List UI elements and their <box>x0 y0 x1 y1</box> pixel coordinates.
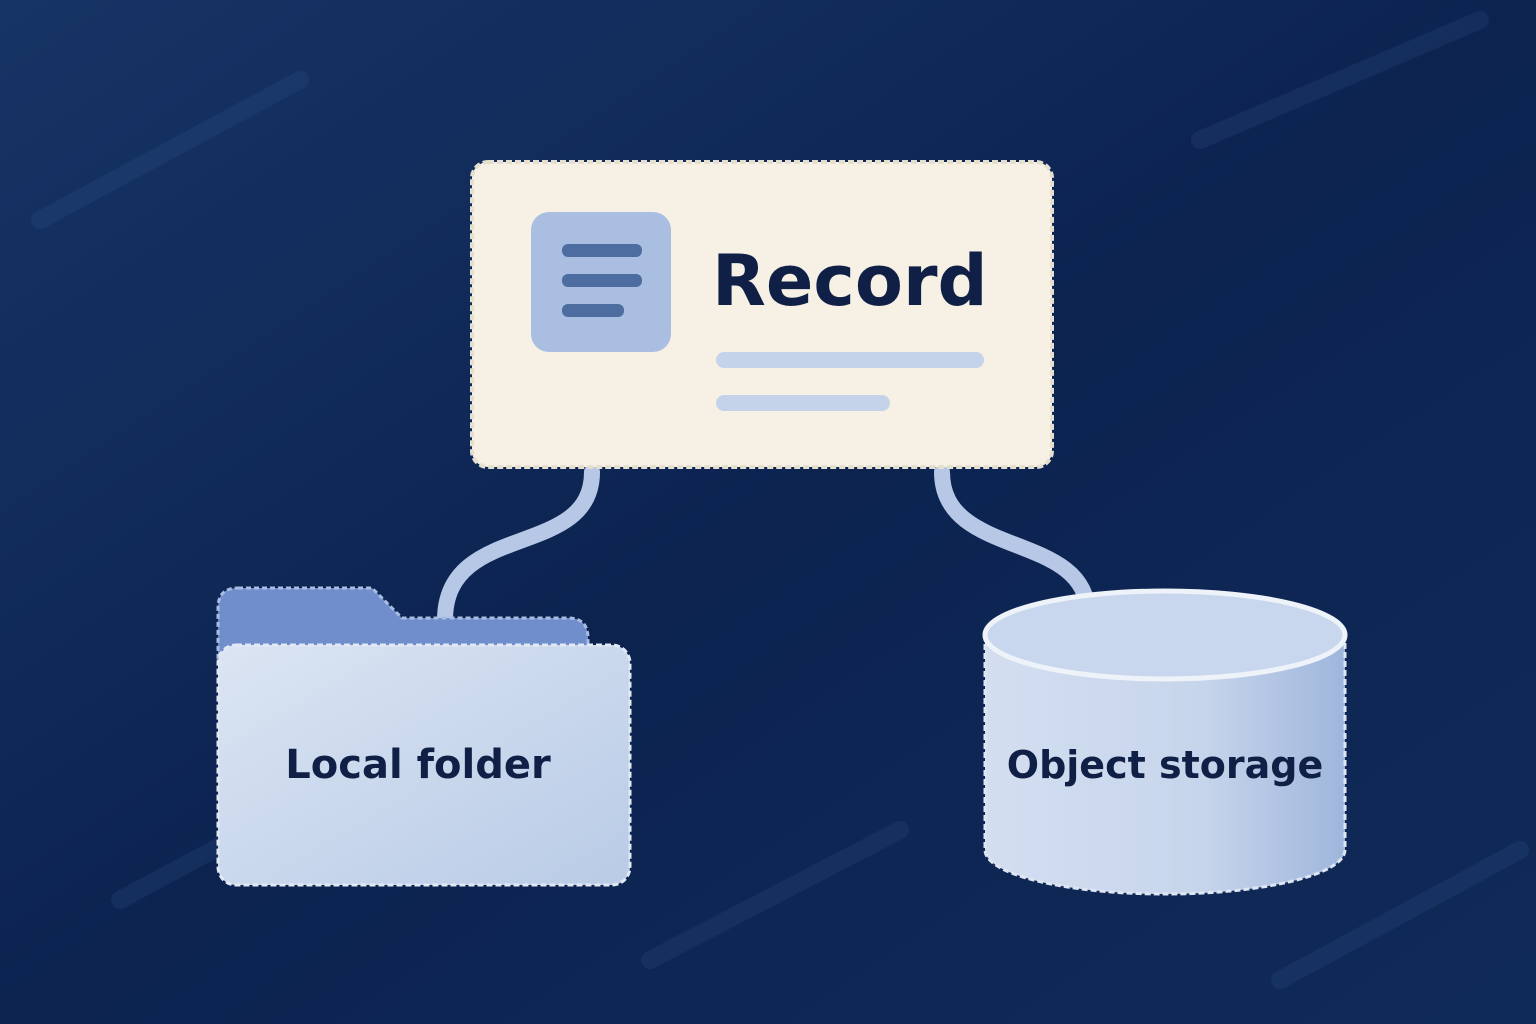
folder-icon <box>216 586 632 887</box>
record-detail-line-2 <box>716 395 890 411</box>
object-storage-label: Object storage <box>1007 743 1323 787</box>
record-detail-line-1 <box>716 352 984 368</box>
local-folder-label: Local folder <box>285 742 551 788</box>
record-card: Record <box>470 160 1054 469</box>
connector-record-to-storage <box>934 464 1096 623</box>
database-icon <box>982 588 1348 896</box>
connector-record-to-folder <box>437 464 600 628</box>
document-icon <box>531 212 671 352</box>
record-title: Record <box>712 240 988 322</box>
